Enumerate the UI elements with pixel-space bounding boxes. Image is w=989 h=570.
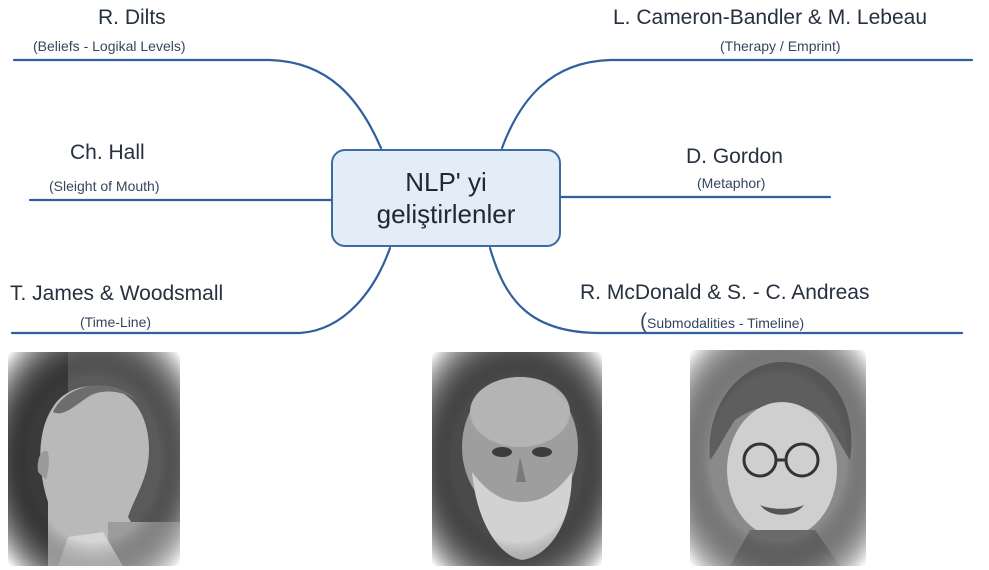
portrait-bearded-old-man [432, 352, 602, 566]
connector-bottom-right [488, 246, 964, 335]
connector-top-right [500, 58, 974, 150]
branch-name-mid-left: Ch. Hall [70, 141, 145, 164]
branch-sub-bottom-right: (Submodalities - Timeline) [640, 310, 804, 334]
branch-name-bottom-right: R. McDonald & S. - C. Andreas [580, 281, 870, 304]
central-node-line1: NLP' yi [405, 167, 487, 197]
central-node-line2: geliştirlenler [376, 199, 516, 229]
branch-sub-top-right: (Therapy / Emprint) [720, 38, 841, 54]
branch-name-mid-right: D. Gordon [686, 145, 783, 168]
branch-name-bottom-left: T. James & Woodsmall [10, 282, 224, 305]
connector-top-left [12, 58, 383, 150]
portrait-woman-glasses [690, 350, 866, 566]
connector-bottom-left [10, 246, 392, 335]
branch-sub-bottom-left: (Time-Line) [80, 314, 152, 330]
portrait-man-profile [8, 352, 180, 566]
branch-sub-mid-left: (Sleight of Mouth) [49, 178, 160, 194]
branch-sub-bottom-right-paren: ( [640, 310, 647, 333]
branch-sub-top-left: (Beliefs - Logikal Levels) [33, 38, 186, 54]
central-node: NLP' yi geliştirlenler [331, 149, 561, 247]
branch-sub-mid-right: (Metaphor) [697, 175, 766, 191]
branch-name-top-left: R. Dilts [98, 6, 166, 29]
branch-sub-bottom-right-text: Submodalities - Timeline) [647, 315, 805, 331]
branch-name-top-right: L. Cameron-Bandler & M. Lebeau [613, 6, 928, 29]
